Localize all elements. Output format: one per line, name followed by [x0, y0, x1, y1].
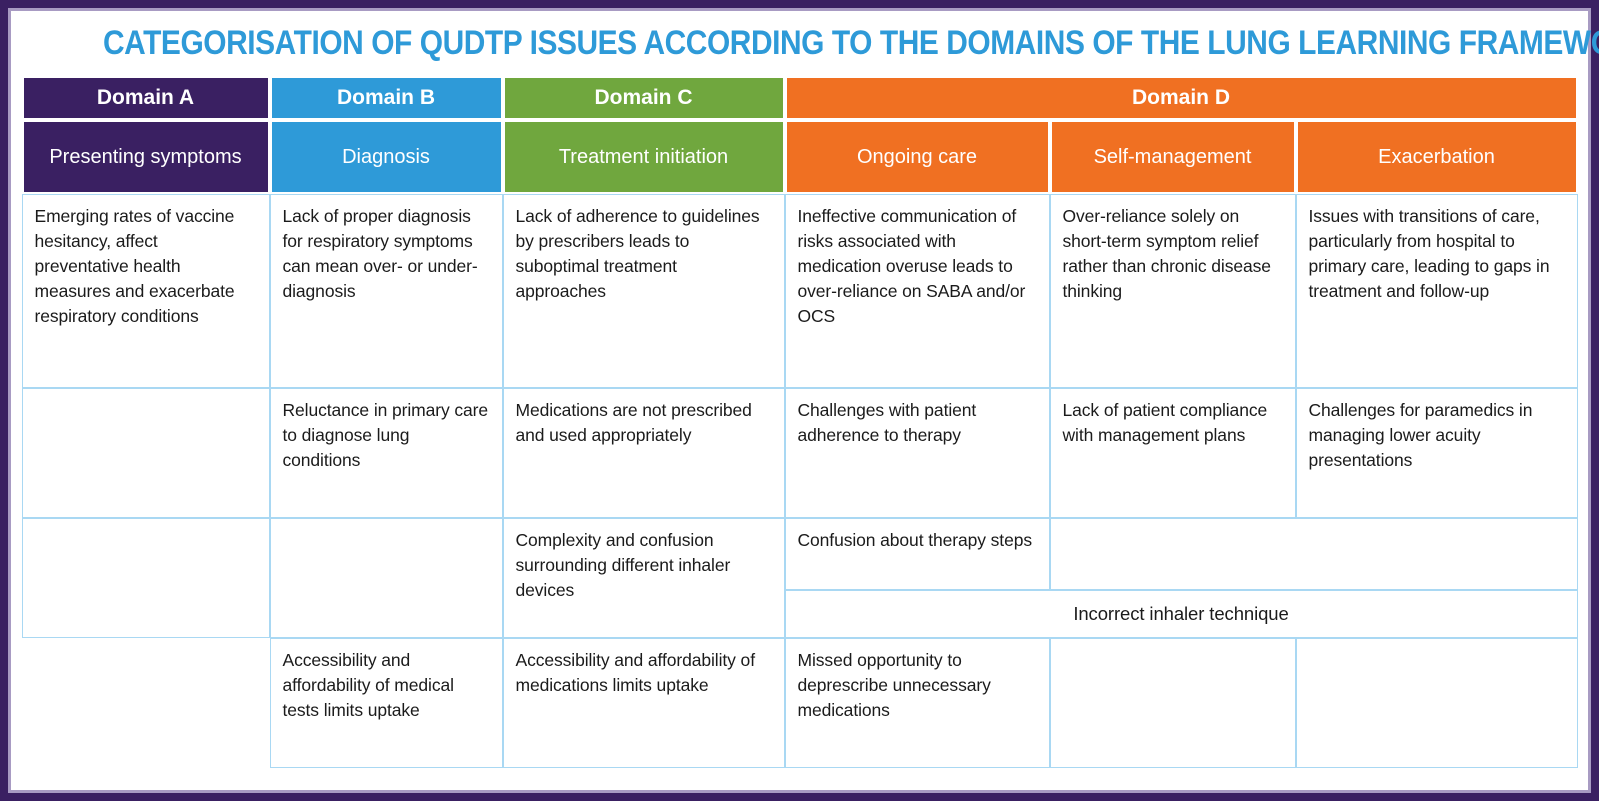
subheader-ongoing-care: Ongoing care	[784, 120, 1050, 194]
cell-care-transitions: Issues with transitions of care, particu…	[1295, 194, 1578, 388]
cell-primary-care-reluctance: Reluctance in primary care to diagnose l…	[269, 388, 503, 518]
cell-therapy-adherence: Challenges with patient adherence to the…	[784, 388, 1050, 518]
cell-risk-communication: Ineffective communication of risks assoc…	[784, 194, 1050, 388]
figure-page: CATEGORISATION OF QUDTP ISSUES ACCORDING…	[8, 24, 1599, 768]
figure-title: CATEGORISATION OF QUDTP ISSUES ACCORDING…	[102, 24, 1599, 62]
cell-management-plan-compliance: Lack of patient compliance with manageme…	[1049, 388, 1296, 518]
cell-empty-b3	[269, 518, 503, 638]
header-domain-a: Domain A	[21, 76, 270, 120]
cell-empty-ef3	[1049, 518, 1578, 590]
cell-paramedic-challenges: Challenges for paramedics in managing lo…	[1295, 388, 1578, 518]
cell-medication-use: Medications are not prescribed and used …	[502, 388, 785, 518]
header-domain-b: Domain B	[269, 76, 503, 120]
cell-inhaler-device-confusion: Complexity and confusion surrounding dif…	[502, 518, 785, 638]
header-domain-c: Domain C	[502, 76, 785, 120]
header-domain-d: Domain D	[784, 76, 1578, 120]
subheader-self-management: Self-management	[1049, 120, 1296, 194]
cell-empty-a2	[21, 388, 270, 518]
subheader-exacerbation: Exacerbation	[1295, 120, 1578, 194]
cell-medical-tests-access: Accessibility and affordability of medic…	[269, 638, 503, 768]
cell-vaccine-hesitancy: Emerging rates of vaccine hesitancy, aff…	[21, 194, 270, 388]
framework-table: Domain A Domain B Domain C Domain D Pres…	[21, 76, 1578, 768]
subheader-treatment-initiation: Treatment initiation	[502, 120, 785, 194]
cell-deprescribe-opportunity: Missed opportunity to deprescribe unnece…	[784, 638, 1050, 768]
cell-guideline-adherence: Lack of adherence to guidelines by presc…	[502, 194, 785, 388]
subheader-presenting-symptoms: Presenting symptoms	[21, 120, 270, 194]
subheader-diagnosis: Diagnosis	[269, 120, 503, 194]
cell-therapy-steps-confusion: Confusion about therapy steps	[784, 518, 1050, 590]
cell-short-term-relief: Over-reliance solely on short-term sympt…	[1049, 194, 1296, 388]
cell-empty-f4	[1295, 638, 1578, 768]
cell-medications-access: Accessibility and affordability of medic…	[502, 638, 785, 768]
cell-lack-proper-diagnosis: Lack of proper diagnosis for respiratory…	[269, 194, 503, 388]
cell-empty-a3	[21, 518, 270, 638]
cell-incorrect-inhaler-technique: Incorrect inhaler technique	[784, 590, 1578, 638]
cell-empty-e4	[1049, 638, 1296, 768]
